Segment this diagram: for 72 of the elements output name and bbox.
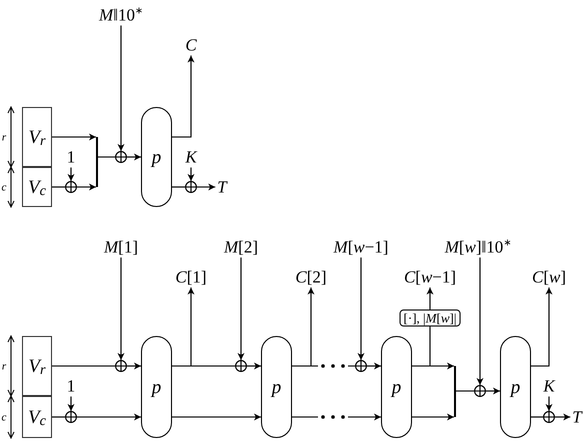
permutation-capsule: p xyxy=(500,336,531,438)
truncation-box: [·], |M[w]| xyxy=(400,310,460,326)
math-label: C[w−1] xyxy=(404,268,456,286)
arrow xyxy=(52,134,96,140)
circled-plus-icon xyxy=(474,385,486,397)
arrow xyxy=(238,258,244,360)
math-label: C[1] xyxy=(175,268,207,286)
dimension-label: r xyxy=(2,132,6,144)
arrow xyxy=(172,414,261,420)
arrow xyxy=(546,396,552,411)
arrow xyxy=(127,154,141,160)
math-label: 1 xyxy=(66,378,76,394)
arrow xyxy=(77,414,141,420)
arrow xyxy=(367,362,381,370)
permutation-capsule: p xyxy=(141,336,172,438)
connector-line xyxy=(98,156,115,158)
connector-line xyxy=(456,390,474,392)
arrow xyxy=(358,258,364,360)
dimension-label: c xyxy=(2,412,6,424)
connector-line xyxy=(172,186,185,188)
arrow xyxy=(77,184,96,190)
circled-plus-icon xyxy=(65,181,77,193)
circled-plus-icon xyxy=(543,411,555,423)
connector-line xyxy=(52,365,115,367)
math-label: M[2] xyxy=(224,238,258,256)
arrow xyxy=(118,26,124,151)
register-box: V$_{r}$ xyxy=(22,336,52,396)
math-label: C[2] xyxy=(295,268,327,286)
arrow xyxy=(412,414,454,420)
connector-line xyxy=(531,416,543,418)
circled-plus-icon xyxy=(115,151,127,163)
connector-line xyxy=(52,186,65,188)
circled-plus-icon xyxy=(65,411,77,423)
arrow xyxy=(68,168,74,181)
math-label: C xyxy=(185,36,197,54)
math-label: M‖10$^{∗}$ xyxy=(99,6,143,24)
arrow xyxy=(197,184,216,190)
permutation-capsule: p xyxy=(381,336,412,438)
arrow xyxy=(486,388,500,394)
arrow xyxy=(188,168,194,181)
register-box: V$_{r}$ xyxy=(22,107,52,167)
connector-line xyxy=(412,326,431,367)
arrow xyxy=(172,56,194,138)
math-label: 1 xyxy=(66,148,76,166)
math-label: K xyxy=(185,148,197,166)
math-label: T xyxy=(217,178,227,196)
arrow xyxy=(476,258,484,385)
math-label: M[w]‖10$^{∗}$ xyxy=(444,238,512,256)
permutation-capsule: p xyxy=(141,107,172,207)
math-label: M[w−1] xyxy=(334,238,388,256)
math-label: T xyxy=(572,408,582,426)
arrow xyxy=(555,414,570,420)
circled-plus-icon xyxy=(115,360,127,372)
circled-plus-icon xyxy=(185,181,197,193)
math-label: C[w] xyxy=(532,268,566,286)
arrow xyxy=(68,396,74,411)
arrow xyxy=(426,288,434,310)
permutation-capsule: p xyxy=(261,336,292,438)
dimension-label: c xyxy=(2,182,6,194)
connector-line xyxy=(172,365,235,367)
circled-plus-icon xyxy=(355,360,367,372)
math-label: K xyxy=(543,378,555,394)
dimension-label: r xyxy=(2,362,6,372)
arrow xyxy=(118,258,124,360)
connector-line xyxy=(52,416,65,418)
arrow xyxy=(127,362,141,370)
register-box: V$_{c}$ xyxy=(22,396,52,438)
register-box: V$_{c}$ xyxy=(22,167,52,207)
arrow xyxy=(531,288,552,367)
math-label: M[1] xyxy=(104,238,138,256)
circled-plus-icon xyxy=(235,360,247,372)
arrow xyxy=(247,362,261,370)
